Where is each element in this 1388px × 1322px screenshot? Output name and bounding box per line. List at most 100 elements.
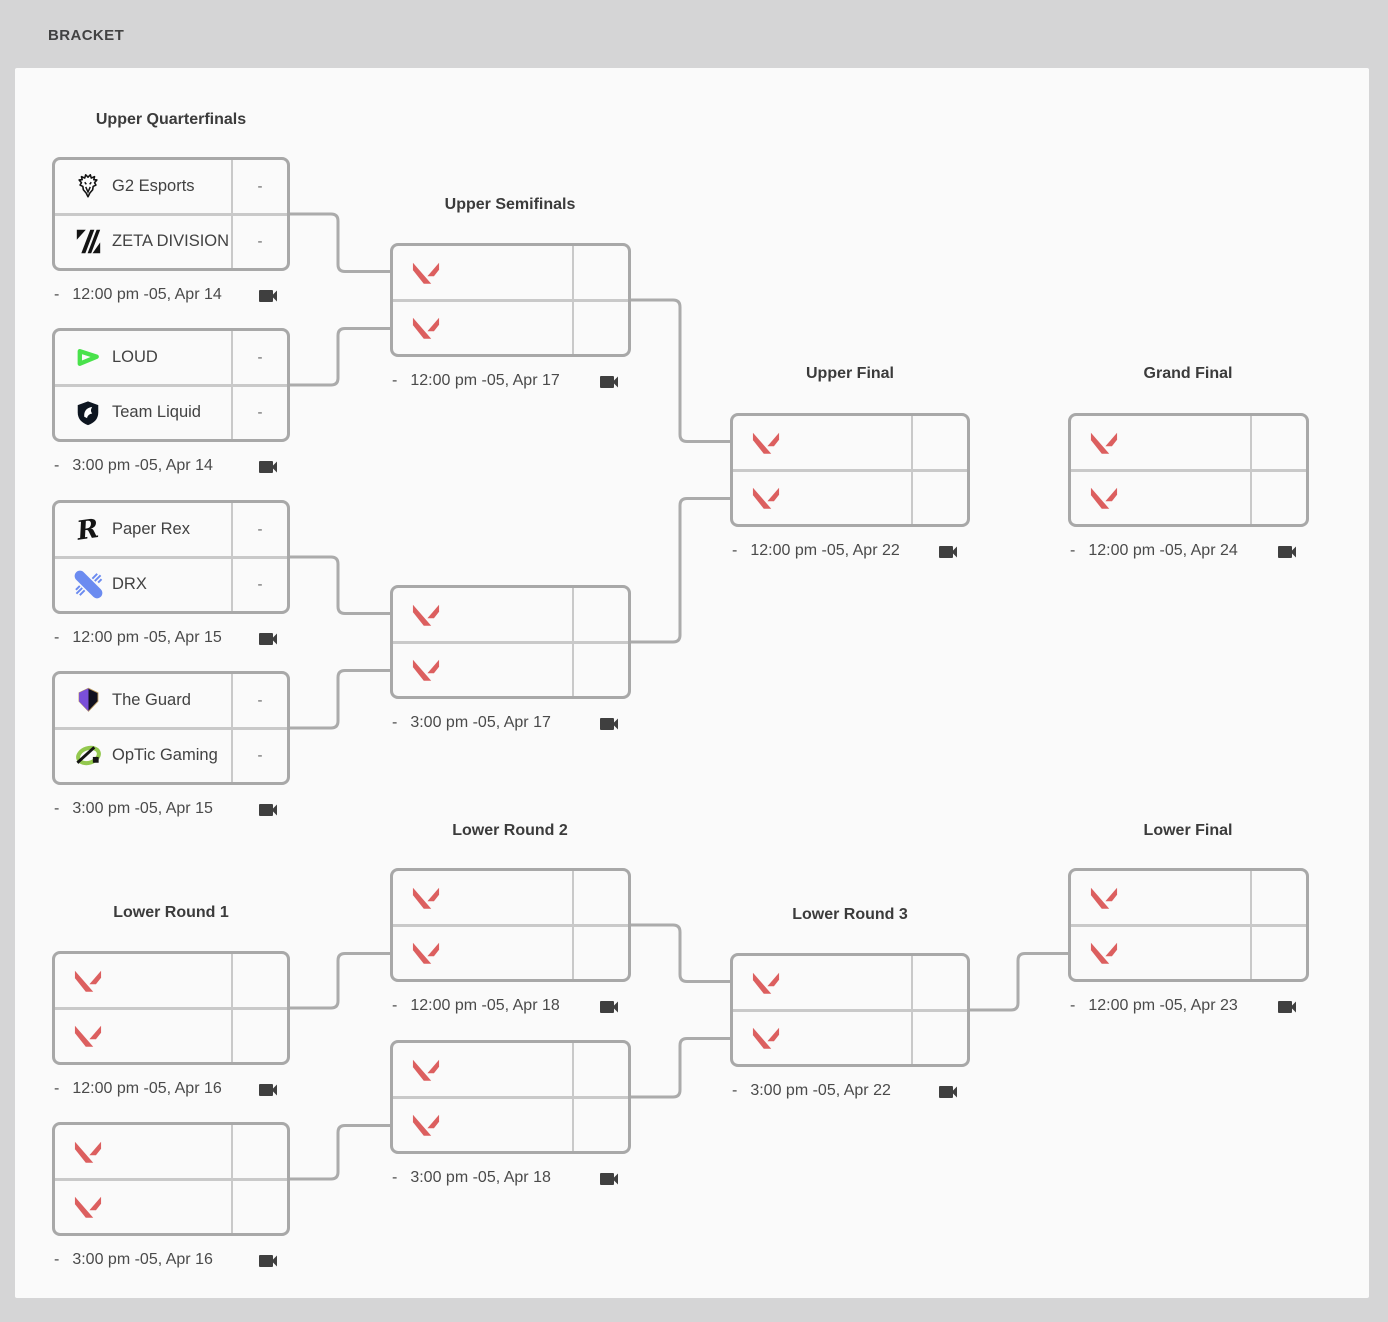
- score-column-divider: [911, 416, 913, 524]
- page-title: BRACKET: [48, 27, 125, 44]
- team-row: [55, 1006, 287, 1063]
- match-card[interactable]: [1068, 868, 1309, 982]
- team-row: [393, 923, 628, 980]
- round-title-upper-semifinals: Upper Semifinals: [444, 196, 576, 213]
- team-name: G2 Esports: [112, 176, 195, 195]
- schedule-time: 3:00 pm -05, Apr 17: [410, 714, 551, 731]
- camera-icon[interactable]: [936, 540, 960, 564]
- team-score: [913, 1012, 967, 1065]
- team-row: Team Liquid-: [55, 383, 287, 440]
- camera-icon[interactable]: [256, 1249, 280, 1273]
- team-name: LOUD: [112, 347, 158, 366]
- schedule-score-placeholder: -: [54, 629, 60, 646]
- team-score: [574, 588, 628, 641]
- valorant-placeholder: [73, 1192, 103, 1222]
- schedule-time: 3:00 pm -05, Apr 22: [750, 1082, 891, 1099]
- camera-icon[interactable]: [256, 455, 280, 479]
- valorant-placeholder: [411, 1054, 441, 1084]
- team-score: [233, 954, 287, 1007]
- team-score: -: [257, 747, 263, 765]
- round-title-lower-round-3: Lower Round 3: [792, 906, 908, 923]
- valorant-placeholder: [411, 882, 441, 912]
- schedule-score-placeholder: -: [392, 997, 398, 1014]
- team-row: [55, 1125, 287, 1178]
- camera-icon[interactable]: [1275, 995, 1299, 1019]
- camera-icon[interactable]: [256, 284, 280, 308]
- round-title-upper-final: Upper Final: [805, 365, 895, 382]
- match-schedule: -3:00 pm -05, Apr 15: [52, 797, 290, 821]
- team-score: [1252, 416, 1306, 469]
- valorant-placeholder: [751, 967, 781, 997]
- match-schedule: -12:00 pm -05, Apr 18: [390, 994, 631, 1018]
- match-card[interactable]: LOUD- Team Liquid-: [52, 328, 290, 442]
- schedule-time: 3:00 pm -05, Apr 15: [72, 800, 213, 817]
- valorant-placeholder: [411, 655, 441, 685]
- score-column-divider: [231, 674, 233, 782]
- camera-icon[interactable]: [256, 798, 280, 822]
- match-card[interactable]: G2 Esports- ZETA DIVISION-: [52, 157, 290, 271]
- camera-icon[interactable]: [597, 712, 621, 736]
- schedule-time: 3:00 pm -05, Apr 14: [72, 457, 213, 474]
- match-card[interactable]: [730, 953, 970, 1067]
- camera-icon[interactable]: [256, 627, 280, 651]
- valorant-placeholder: [411, 313, 441, 343]
- match-schedule: -12:00 pm -05, Apr 24: [1068, 539, 1309, 563]
- team-score: [574, 302, 628, 355]
- team-name: Team Liquid: [112, 403, 201, 422]
- team-row: [733, 1008, 967, 1065]
- camera-icon[interactable]: [1275, 540, 1299, 564]
- match-card[interactable]: [52, 951, 290, 1065]
- schedule-time: 12:00 pm -05, Apr 24: [1088, 542, 1238, 559]
- valorant-placeholder: [1089, 938, 1119, 968]
- drx-logo: [73, 570, 103, 600]
- schedule-time: 3:00 pm -05, Apr 18: [410, 1169, 551, 1186]
- match-card[interactable]: [390, 868, 631, 982]
- match-schedule: -12:00 pm -05, Apr 17: [390, 369, 631, 393]
- team-score: [1252, 871, 1306, 924]
- valorant-placeholder: [1089, 882, 1119, 912]
- g2-esports-logo: [73, 171, 103, 201]
- match-schedule: -3:00 pm -05, Apr 18: [390, 1166, 631, 1190]
- team-score: [574, 927, 628, 980]
- team-row: [393, 871, 628, 924]
- match-card[interactable]: [390, 1040, 631, 1154]
- team-name: The Guard: [112, 690, 191, 709]
- match-schedule: -12:00 pm -05, Apr 15: [52, 626, 290, 650]
- score-column-divider: [572, 246, 574, 354]
- schedule-time: 12:00 pm -05, Apr 23: [1088, 997, 1238, 1014]
- camera-icon[interactable]: [597, 1167, 621, 1191]
- camera-icon[interactable]: [936, 1080, 960, 1104]
- schedule-score-placeholder: -: [732, 1082, 738, 1099]
- camera-icon[interactable]: [597, 995, 621, 1019]
- schedule-score-placeholder: -: [1070, 542, 1076, 559]
- match-card[interactable]: [390, 243, 631, 357]
- round-title-lower-round-2: Lower Round 2: [452, 822, 568, 839]
- team-row: [393, 640, 628, 697]
- score-column-divider: [231, 503, 233, 611]
- team-row: DRX-: [55, 555, 287, 612]
- team-row: [733, 416, 967, 469]
- team-score: [913, 472, 967, 525]
- team-score: -: [257, 177, 263, 195]
- match-card[interactable]: [52, 1122, 290, 1236]
- valorant-placeholder: [751, 1023, 781, 1053]
- camera-icon[interactable]: [256, 1078, 280, 1102]
- team-score: [574, 1099, 628, 1152]
- team-liquid-logo: [73, 398, 103, 428]
- match-card[interactable]: [1068, 413, 1309, 527]
- valorant-placeholder: [411, 938, 441, 968]
- camera-icon[interactable]: [597, 370, 621, 394]
- team-row: The Guard-: [55, 674, 287, 727]
- team-score: [913, 956, 967, 1009]
- schedule-time: 12:00 pm -05, Apr 17: [410, 372, 560, 389]
- schedule-time: 12:00 pm -05, Apr 22: [750, 542, 900, 559]
- schedule-score-placeholder: -: [392, 1169, 398, 1186]
- match-card[interactable]: [390, 585, 631, 699]
- match-schedule: -3:00 pm -05, Apr 22: [730, 1079, 970, 1103]
- match-card[interactable]: The Guard- OpTic Gaming-: [52, 671, 290, 785]
- valorant-placeholder: [411, 1110, 441, 1140]
- match-card[interactable]: [730, 413, 970, 527]
- team-score: [1252, 927, 1306, 980]
